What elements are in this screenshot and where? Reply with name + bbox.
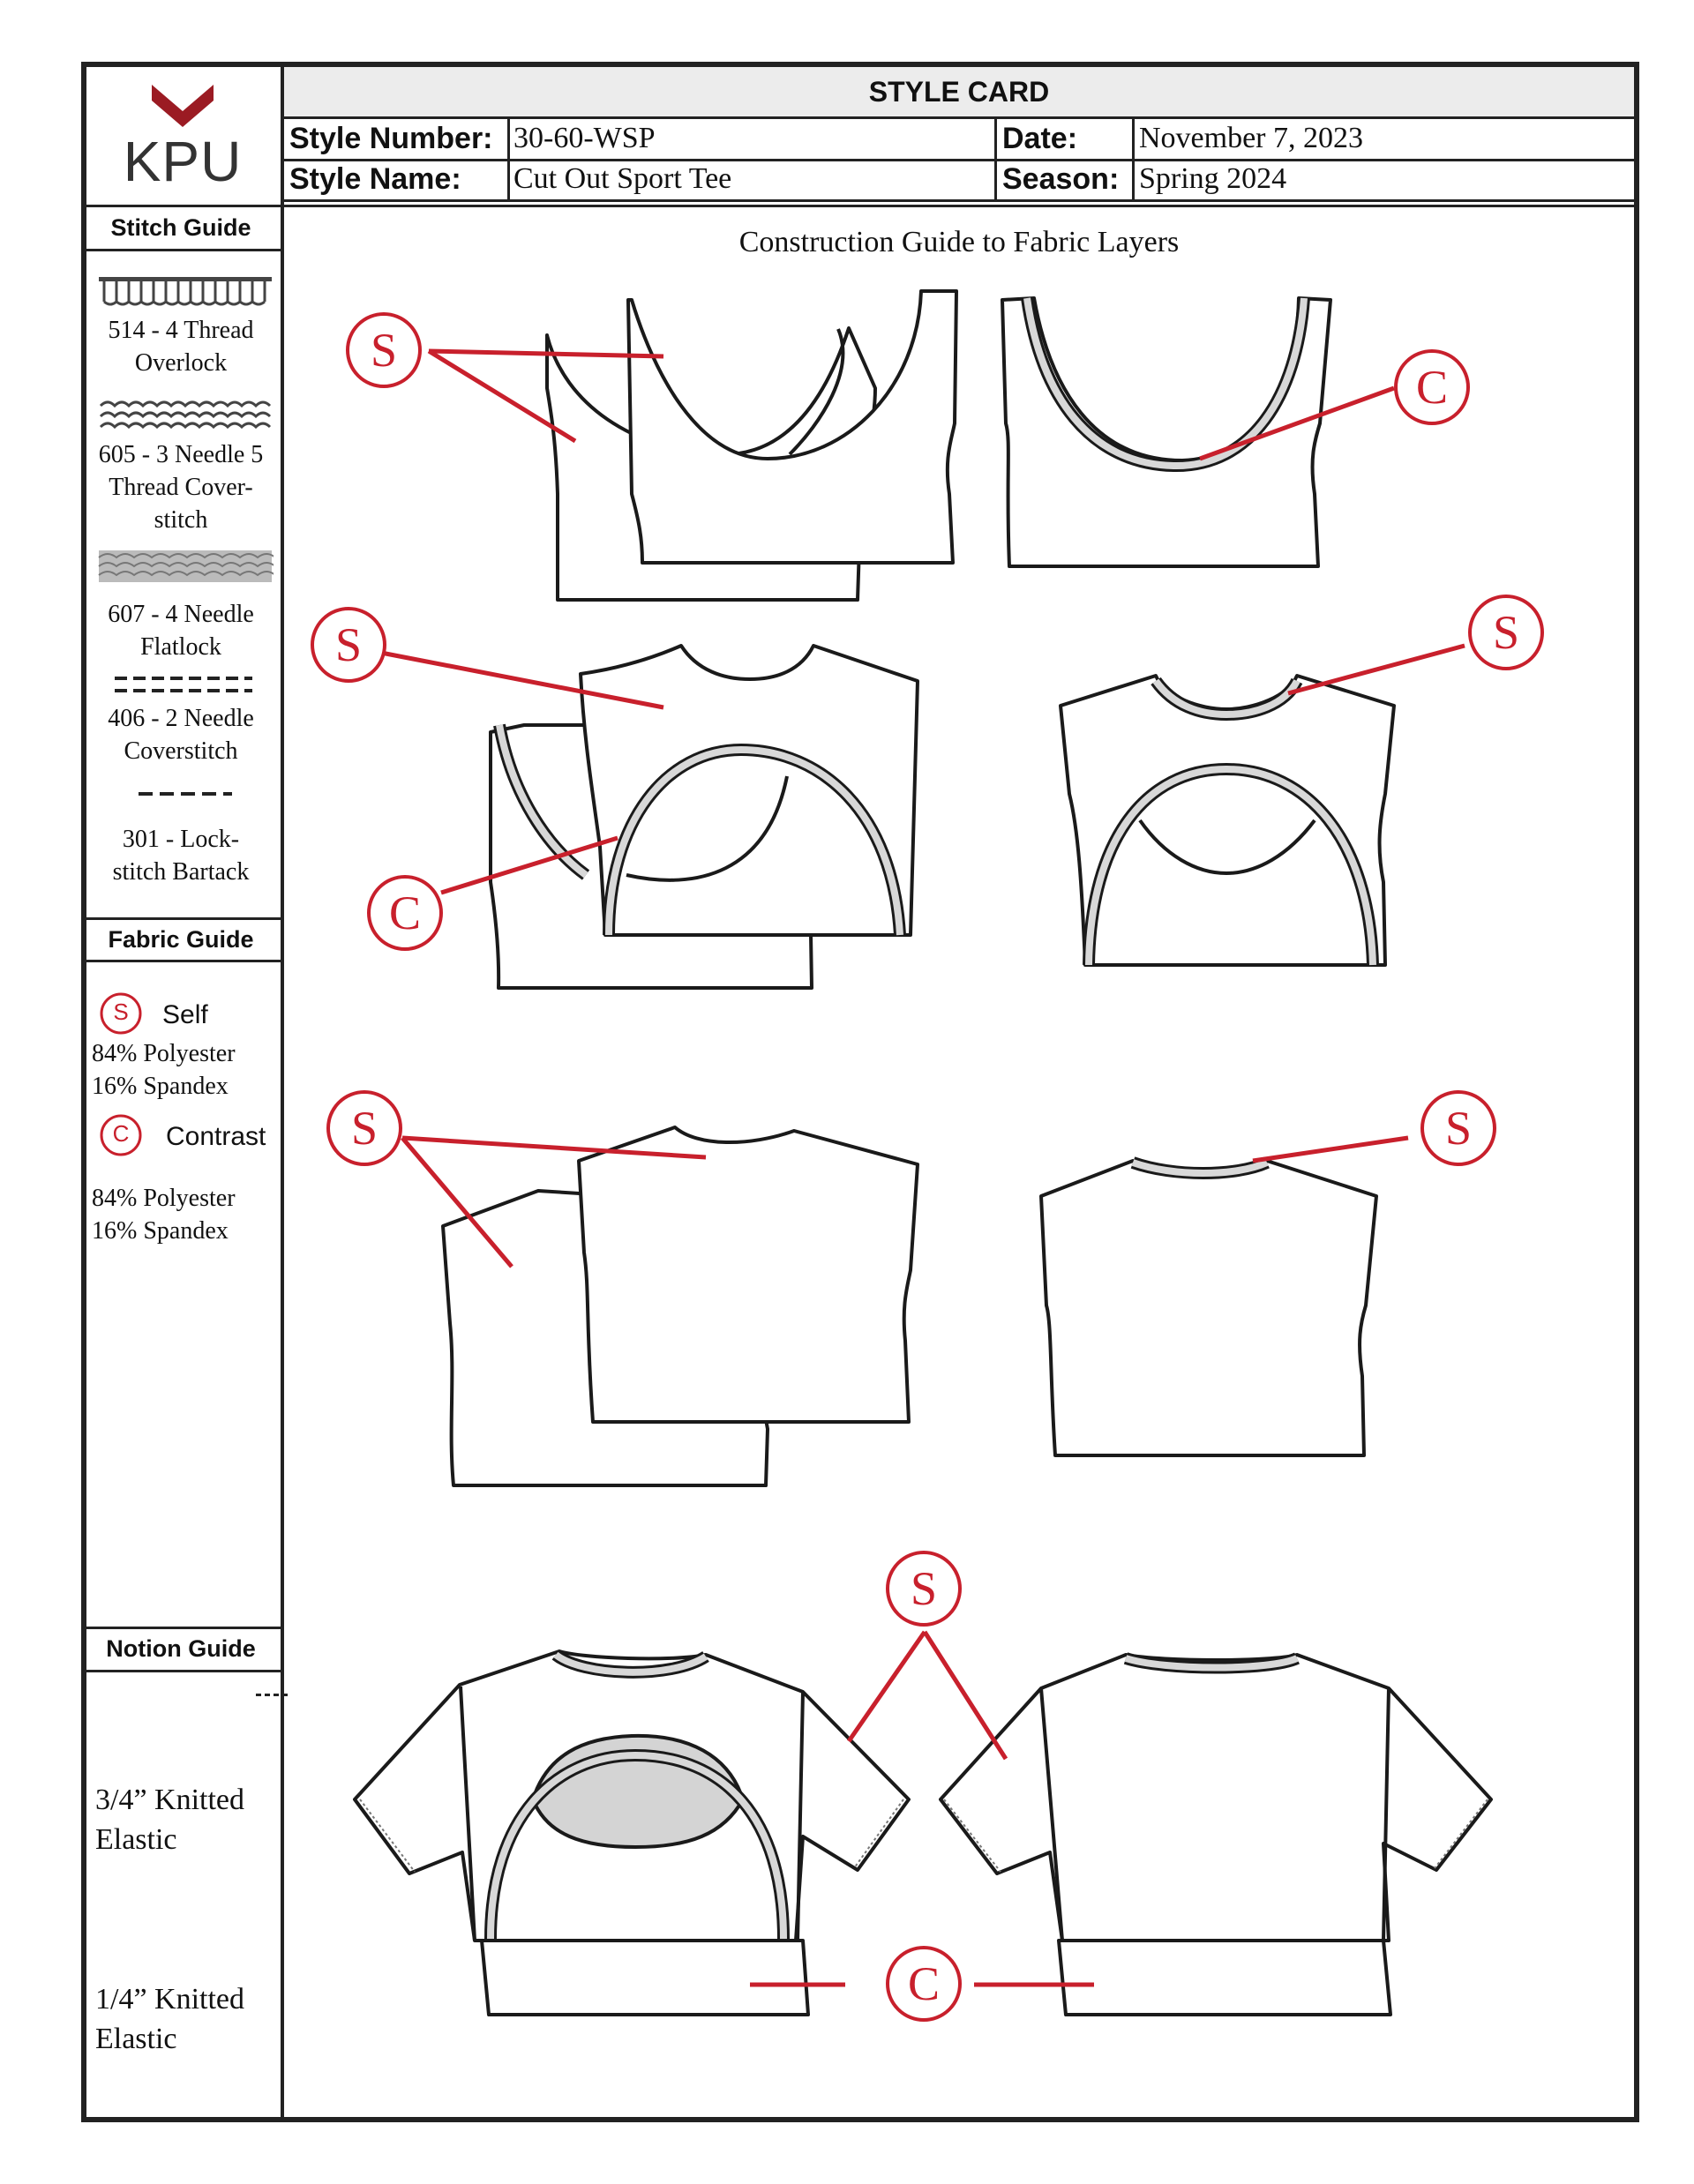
- self-marker: S: [1420, 1090, 1496, 1166]
- stitch-605-line1: 605 - 3 Needle 5: [98, 441, 264, 468]
- sidebar-line: [86, 249, 281, 251]
- header-col-divider-2: [994, 116, 997, 201]
- flatlock-607-icon: [98, 550, 274, 582]
- coverstitch-605-icon: [99, 400, 272, 430]
- date-value: November 7, 2023: [1139, 122, 1364, 154]
- self-marker: S: [326, 1090, 402, 1166]
- construction-guide-title: Construction Guide to Fabric Layers: [738, 226, 1180, 258]
- self-symbol: S: [113, 999, 129, 1025]
- notion-elastic-34-line2: Elastic: [95, 1823, 177, 1856]
- stitch-514-line2: Overlock: [134, 349, 228, 377]
- stitch-406-line1: 406 - 2 Needle: [108, 705, 254, 732]
- self-marker: S: [346, 312, 422, 388]
- self-symbol-icon: [100, 992, 142, 1035]
- overlock-stitch-icon: [99, 277, 272, 306]
- style-name-label: Style Name:: [289, 162, 461, 196]
- self-composition-line1: 84% Polyester: [92, 1040, 236, 1067]
- contrast-marker: C: [367, 875, 443, 951]
- sidebar-line: [86, 917, 281, 920]
- bodice-front-layers: [545, 289, 958, 602]
- card-frame: [81, 62, 1639, 2122]
- logo-text: KPU: [123, 130, 243, 193]
- sidebar-line: [86, 1670, 281, 1672]
- self-marker: S: [311, 607, 386, 683]
- contrast-symbol: C: [112, 1120, 130, 1147]
- notion-guide-title: Notion Guide: [106, 1635, 256, 1662]
- stitch-607-line2: Flatlock: [140, 633, 221, 661]
- header-bottom-line: [284, 199, 1634, 202]
- contrast-marker: C: [1394, 349, 1470, 425]
- finished-tee-back: [939, 1652, 1493, 2016]
- contrast-symbol-icon: [100, 1114, 142, 1156]
- self-marker: S: [1468, 595, 1544, 670]
- date-label: Date:: [1002, 122, 1078, 155]
- crop-top-front-layers: [441, 1126, 919, 1487]
- season-label: Season:: [1002, 162, 1120, 196]
- sidebar-line: [86, 205, 281, 207]
- self-label: Self: [162, 1000, 208, 1029]
- style-name-value: Cut Out Sport Tee: [513, 162, 732, 195]
- notion-marker-line: [256, 1694, 288, 1696]
- style-number-label: Style Number:: [289, 122, 493, 155]
- contrast-marker: C: [886, 1946, 962, 2022]
- coverstitch-406-icon: [115, 677, 252, 692]
- self-marker: S: [886, 1551, 962, 1627]
- lockstitch-301-icon: [139, 792, 232, 796]
- notion-elastic-34-line1: 3/4” Knitted: [95, 1784, 245, 1816]
- stitch-406-line2: Coverstitch: [124, 737, 238, 765]
- title-bar: STYLE CARD: [284, 67, 1634, 119]
- sidebar-line: [86, 960, 281, 962]
- notion-elastic-14-line1: 1/4” Knitted: [95, 1983, 245, 2016]
- contrast-composition-line1: 84% Polyester: [92, 1185, 236, 1212]
- style-number-value: 30-60-WSP: [513, 122, 656, 154]
- stitch-guide-title: Stitch Guide: [110, 214, 251, 241]
- stitch-301-line2: stitch Bartack: [112, 858, 250, 886]
- stitch-605-line3: stitch: [154, 506, 208, 534]
- page-title: STYLE CARD: [868, 76, 1050, 108]
- stitch-514-line1: 514 - 4 Thread: [108, 317, 254, 344]
- season-value: Spring 2024: [1139, 162, 1287, 195]
- fabric-guide-title: Fabric Guide: [108, 926, 254, 953]
- kpu-logo: KPU: [88, 76, 277, 199]
- header-col-divider-1: [507, 116, 510, 201]
- stitch-607-line1: 607 - 4 Needle: [108, 601, 254, 628]
- sidebar-divider: [281, 67, 284, 2117]
- stitch-301-line1: 301 - Lock-: [122, 826, 240, 853]
- kpu-logo-mark: [152, 85, 214, 127]
- contrast-composition-line2: 16% Spandex: [92, 1217, 229, 1245]
- self-composition-line2: 16% Spandex: [92, 1073, 229, 1100]
- header-bottom-line-2: [284, 205, 1634, 207]
- cutout-back: [1059, 674, 1396, 967]
- finished-tee-front: [353, 1649, 911, 2016]
- sidebar-line: [86, 1627, 281, 1629]
- header-col-divider-3: [1132, 116, 1135, 201]
- contrast-label: Contrast: [166, 1122, 266, 1151]
- stitch-605-line2: Thread Cover-: [109, 474, 253, 501]
- bodice-back: [1001, 296, 1332, 568]
- notion-elastic-14-line2: Elastic: [95, 2023, 177, 2055]
- callouts: [380, 348, 1465, 1987]
- header-divider: [284, 159, 1634, 161]
- cutout-front-layers: [489, 644, 919, 990]
- crop-top-back: [1039, 1156, 1378, 1457]
